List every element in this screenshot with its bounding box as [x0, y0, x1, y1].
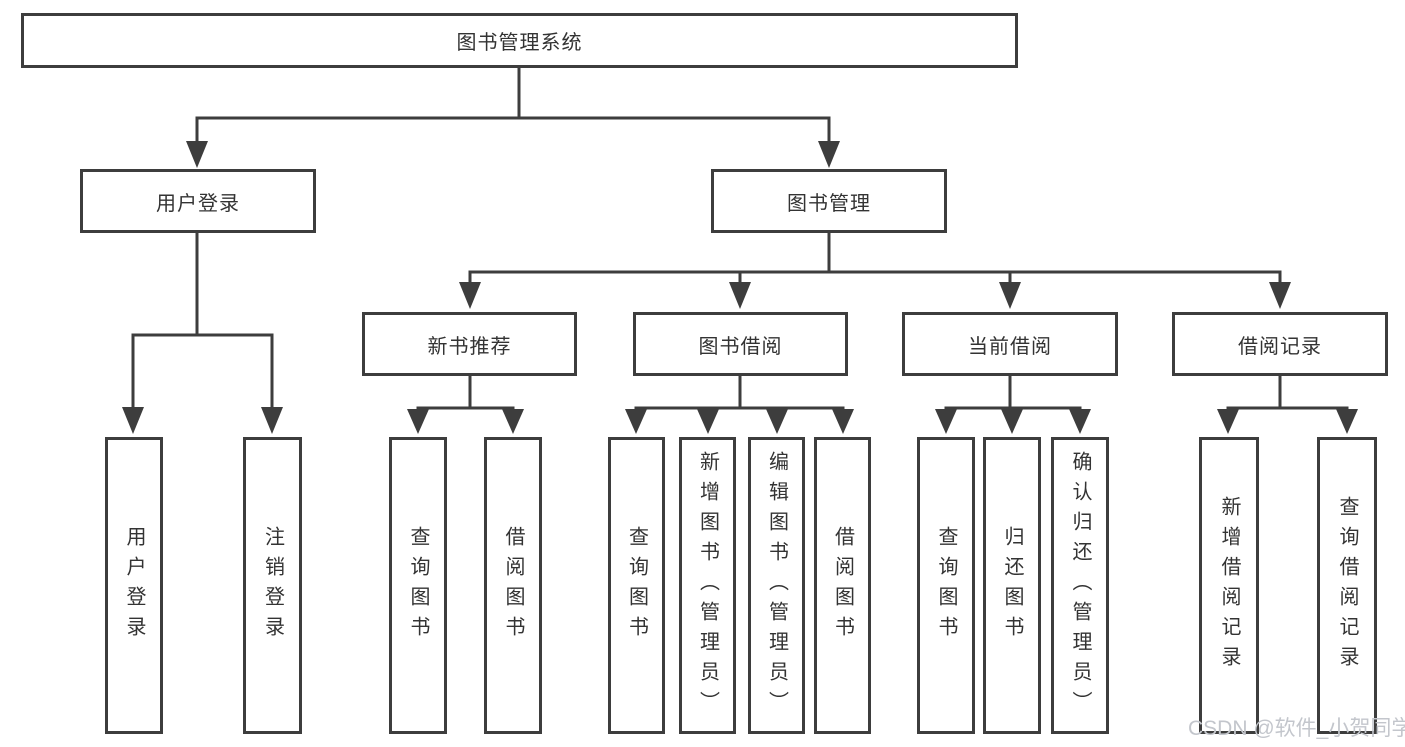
leaf-label: 新增图书（管理员）	[696, 450, 719, 721]
connector-records-to-leaves	[1217, 374, 1358, 434]
leaf-query-borrowing-record: 查询借阅记录	[1317, 437, 1377, 734]
leaf-label: 注销登录	[261, 525, 284, 646]
node-label: 用户登录	[156, 192, 240, 215]
leaf-return-books: 归还图书	[983, 437, 1041, 734]
leaf-label: 归还图书	[1001, 525, 1023, 646]
leaf-logout: 注销登录	[243, 437, 302, 734]
leaf-label: 查询图书	[935, 525, 957, 646]
connector-book-management-to-level3	[459, 231, 1291, 309]
leaf-label: 用户登录	[123, 525, 145, 646]
node-label: 新书推荐	[427, 335, 512, 358]
leaf-confirm-return-admin: 确认归还（管理员）	[1051, 437, 1109, 734]
leaf-add-borrowing-record: 新增借阅记录	[1199, 437, 1259, 734]
node-label: 当前借阅	[968, 335, 1052, 358]
node-new-book-recommendation: 新书推荐	[362, 312, 577, 376]
node-label: 图书借阅	[698, 335, 783, 358]
leaf-recommend-query-books: 查询图书	[389, 437, 447, 734]
leaf-add-books-admin: 新增图书（管理员）	[679, 437, 736, 734]
node-user-login: 用户登录	[80, 169, 316, 233]
leaf-label: 编辑图书（管理员）	[765, 450, 788, 721]
leaf-current-query-books: 查询图书	[917, 437, 975, 734]
leaf-edit-books-admin: 编辑图书（管理员）	[748, 437, 805, 734]
connector-recommendation-to-leaves	[407, 374, 524, 434]
leaf-label: 查询借阅记录	[1336, 495, 1358, 676]
node-library-system: 图书管理系统	[21, 13, 1018, 68]
leaf-label: 查询图书	[625, 525, 648, 646]
node-label: 图书管理系统	[456, 32, 583, 54]
node-book-borrowing: 图书借阅	[633, 312, 848, 376]
leaf-label: 新增借阅记录	[1218, 495, 1240, 676]
node-current-borrowing: 当前借阅	[902, 312, 1118, 376]
leaf-borrowing-query-books: 查询图书	[608, 437, 665, 734]
node-borrowing-records: 借阅记录	[1172, 312, 1388, 376]
connector-current-to-leaves	[935, 374, 1091, 434]
leaf-label: 借阅图书	[502, 525, 524, 646]
node-label: 借阅记录	[1238, 335, 1322, 358]
node-book-management: 图书管理	[711, 169, 947, 233]
connector-borrowing-to-leaves	[625, 374, 854, 434]
connector-root-to-level2	[186, 66, 840, 168]
leaf-user-login: 用户登录	[105, 437, 163, 734]
csdn-watermark: CSDN @软件_小贺同学	[1188, 717, 1405, 740]
connector-user-login-to-leaves	[122, 231, 283, 434]
leaf-label: 借阅图书	[831, 525, 854, 646]
leaf-label: 查询图书	[407, 525, 429, 646]
leaf-recommend-borrow-books: 借阅图书	[484, 437, 542, 734]
node-label: 图书管理	[787, 192, 871, 215]
leaf-label: 确认归还（管理员）	[1069, 450, 1091, 721]
leaf-borrow-books: 借阅图书	[814, 437, 871, 734]
